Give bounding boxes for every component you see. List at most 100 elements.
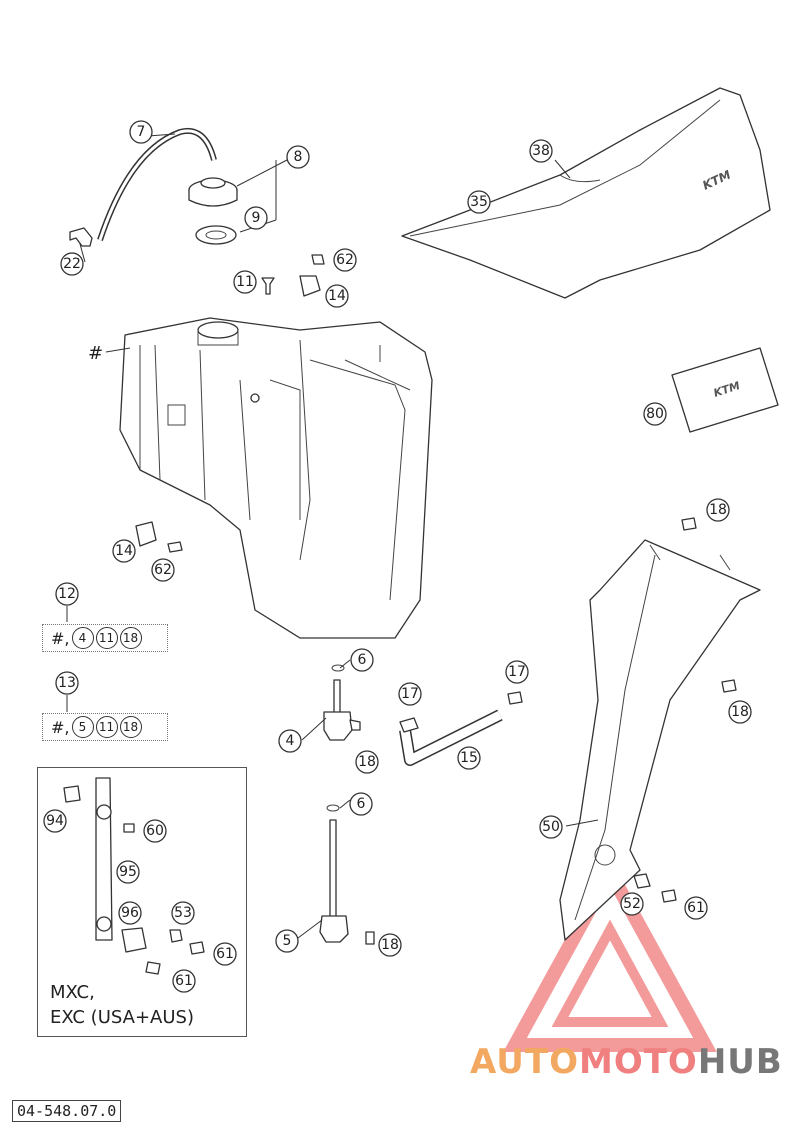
svg-text:15: 15: [460, 750, 478, 766]
hash-label: #: [88, 343, 103, 364]
svg-text:35: 35: [470, 194, 488, 210]
fuel-tap-5: [319, 804, 375, 945]
screw-18-panel-top: [681, 517, 697, 531]
callout-96: 96: [118, 901, 142, 925]
leader-lines: [66, 133, 599, 939]
seat: KTM: [401, 87, 771, 299]
svg-text:60: 60: [146, 823, 164, 839]
kit-12-part: 11: [95, 627, 118, 649]
watermark-part-2: MOTO: [578, 1042, 698, 1082]
svg-text:17: 17: [508, 664, 526, 680]
inset-model-line1: MXC,: [50, 982, 95, 1003]
svg-text:95: 95: [119, 864, 137, 880]
callout-18-panel-mid: 18: [728, 700, 752, 724]
svg-text:18: 18: [381, 937, 399, 953]
svg-text:4: 4: [286, 733, 295, 749]
hose-clamp-17b: [507, 691, 523, 705]
callout-18-tap5: 18: [378, 933, 402, 957]
watermark-part-1: AUTO: [470, 1042, 579, 1082]
svg-text:50: 50: [542, 819, 560, 835]
callout-17-left: 17: [398, 682, 422, 706]
kit-12-contents: #, 4 11 18: [42, 624, 168, 652]
kit-12-prefix: #,: [51, 628, 70, 648]
svg-text:18: 18: [731, 704, 749, 720]
kit-12-part: 18: [119, 627, 142, 649]
svg-text:18: 18: [709, 502, 727, 518]
watermark-text: AUTOMOTOHUB: [470, 1042, 783, 1082]
elbow-fitting: [69, 227, 93, 247]
kit-13-part: 11: [95, 716, 118, 738]
screw-61-panel: [661, 889, 677, 903]
fuel-tap-4: [323, 664, 361, 741]
svg-text:62: 62: [154, 562, 172, 578]
svg-text:38: 38: [532, 143, 550, 159]
callout-50: 50: [539, 815, 563, 839]
callout-11-top: 11: [233, 270, 257, 294]
svg-text:96: 96: [121, 905, 139, 921]
kit-12-part: 4: [71, 627, 94, 649]
watermark-logo: [503, 857, 717, 1052]
kit-13-contents: #, 5 11 18: [42, 713, 168, 741]
nut-62-top: [311, 254, 325, 265]
callout-80: 80: [643, 402, 667, 426]
callout-12: 12: [55, 582, 79, 606]
ktm-decal: KTM: [671, 347, 779, 433]
callout-95: 95: [116, 860, 140, 884]
callout-35: 35: [467, 190, 491, 214]
screw-18-panel-mid: [721, 679, 737, 693]
callout-15: 15: [457, 746, 481, 770]
hose-clamp-17a: [399, 717, 419, 733]
kit-13-prefix: #,: [51, 717, 70, 737]
bushing-14-lower: [135, 521, 157, 547]
callout-6-lower: 6: [349, 792, 373, 816]
svg-text:61: 61: [175, 973, 193, 989]
svg-text:8: 8: [294, 149, 303, 165]
svg-text:14: 14: [115, 543, 133, 559]
side-panel: [559, 539, 761, 941]
svg-text:5: 5: [283, 933, 292, 949]
callout-7: 7: [129, 120, 153, 144]
washer-52: [633, 873, 651, 889]
callout-62-lower: 62: [151, 558, 175, 582]
svg-text:11: 11: [236, 274, 254, 290]
callout-18-tap4: 18: [355, 750, 379, 774]
svg-text:7: 7: [137, 124, 146, 140]
kit-13-part: 18: [119, 716, 142, 738]
callout-61-inset-lower: 61: [172, 969, 196, 993]
callout-53: 53: [171, 901, 195, 925]
callout-6-upper: 6: [350, 648, 374, 672]
callout-52: 52: [620, 892, 644, 916]
svg-text:6: 6: [357, 796, 366, 812]
svg-text:6: 6: [358, 652, 367, 668]
svg-text:18: 18: [358, 754, 376, 770]
callout-17-right: 17: [505, 660, 529, 684]
screw-11-top: [261, 277, 275, 295]
svg-text:14: 14: [328, 288, 346, 304]
inset-frame: [37, 767, 247, 1037]
kit-13-part: 5: [71, 716, 94, 738]
svg-text:13: 13: [58, 675, 76, 691]
callout-13: 13: [55, 671, 79, 695]
callout-4: 4: [278, 729, 302, 753]
svg-text:94: 94: [46, 813, 64, 829]
svg-text:12: 12: [58, 586, 76, 602]
callout-5: 5: [275, 929, 299, 953]
diagram-reference: 04-548.07.0: [12, 1100, 122, 1122]
svg-text:61: 61: [216, 946, 234, 962]
callout-8: 8: [286, 145, 310, 169]
callout-14-lower: 14: [112, 539, 136, 563]
svg-text:62: 62: [336, 252, 354, 268]
callout-14-top: 14: [325, 284, 349, 308]
callout-38: 38: [529, 139, 553, 163]
callout-60: 60: [143, 819, 167, 843]
callout-9: 9: [244, 206, 268, 230]
fuel-tank: [119, 317, 433, 639]
svg-text:53: 53: [174, 905, 192, 921]
callout-18-panel-top: 18: [706, 498, 730, 522]
callout-61-inset-right: 61: [213, 942, 237, 966]
fuel-cap: [188, 177, 238, 245]
inset-model-line2: EXC (USA+AUS): [50, 1007, 194, 1028]
svg-text:22: 22: [63, 256, 81, 272]
breather-hose: [97, 127, 217, 241]
